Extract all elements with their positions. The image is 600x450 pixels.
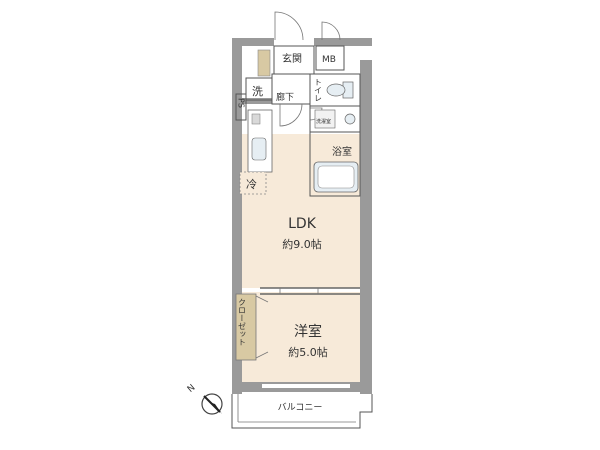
corridor-label: 廊下 <box>276 91 294 103</box>
mb-door[interactable] <box>321 21 341 41</box>
mb-box <box>315 45 345 71</box>
kitchen-counter <box>247 109 273 173</box>
north-arrow-icon <box>201 393 223 415</box>
mb-label: MB <box>322 55 336 65</box>
fridge-label: 冷 <box>246 178 257 191</box>
closet-door[interactable] <box>255 295 269 359</box>
ps-label: PS <box>237 98 246 108</box>
closet-area <box>235 293 257 361</box>
shoe-cabinet <box>257 49 271 77</box>
balcony-outline <box>231 394 373 429</box>
wash-label: 洗 <box>252 85 263 98</box>
ldk-name: LDK <box>288 216 317 232</box>
sink-icon <box>344 113 356 125</box>
entry-door[interactable] <box>274 11 304 41</box>
bath-label: 浴室 <box>332 145 352 158</box>
genkan-label: 玄関 <box>282 52 302 65</box>
washing-machine-icon <box>314 109 336 129</box>
bathroom <box>309 131 361 197</box>
bathtub-icon <box>313 161 359 193</box>
fridge-space <box>239 171 267 195</box>
ldk-bedroom-divider <box>260 287 360 295</box>
toilet-label: トイレ <box>314 78 323 102</box>
toilet-icon <box>326 81 354 99</box>
bedroom-name: 洋室 <box>294 323 322 340</box>
balcony-label: バルコニー <box>278 402 323 413</box>
north-letter: N <box>186 383 198 395</box>
washing-label: 洗濯室 <box>316 118 331 125</box>
corridor-door[interactable] <box>279 103 303 127</box>
bedroom-size: 約5.0帖 <box>288 345 328 359</box>
bedroom-floor <box>242 292 360 382</box>
closet-label: クローゼット <box>238 298 247 346</box>
ldk-size: 約9.0帖 <box>282 237 322 251</box>
ps-shaft <box>235 93 247 121</box>
